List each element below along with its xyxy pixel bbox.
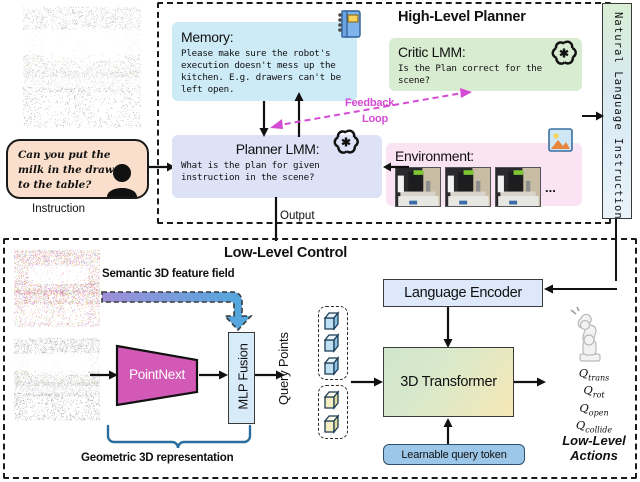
arrow-pointnext-to-mlp bbox=[199, 370, 228, 380]
arrow-mlp-to-query-points bbox=[255, 370, 285, 380]
feedback-loop-label-line1: Feedback bbox=[345, 97, 395, 109]
environment-card: Environment: ... bbox=[386, 143, 582, 207]
planner-heading: Planner LMM: bbox=[235, 141, 320, 157]
image-icon bbox=[548, 128, 573, 152]
learnable-query-token-block: Learnable query token bbox=[383, 444, 525, 465]
robot-arm-icon bbox=[570, 306, 601, 362]
arrow-query-token-to-transformer bbox=[443, 418, 453, 445]
nl-bar-to-language-encoder bbox=[544, 284, 617, 294]
openai-logo-icon bbox=[333, 129, 359, 154]
feedback-loop-arrow bbox=[270, 88, 472, 129]
pointnext-label: PointNext bbox=[129, 367, 185, 382]
query-points-group-yellow bbox=[318, 385, 348, 439]
memory-heading: Memory: bbox=[181, 29, 234, 45]
q-output-item: Qrot bbox=[583, 383, 605, 400]
mlp-fusion-label: MLP Fusion bbox=[235, 343, 251, 410]
transformer-block: 3D Transformer bbox=[383, 347, 514, 417]
semantic-feature-field-label: Semantic 3D feature field bbox=[102, 268, 235, 280]
low-level-control-title: Low-Level Control bbox=[224, 245, 348, 261]
critic-card: Critic LMM: Is the Plan correct for the … bbox=[389, 38, 582, 91]
natural-language-instruction-label: Natural Language Instruction bbox=[612, 12, 624, 220]
instruction-text: Can you put the milk in the drawer to th… bbox=[18, 149, 126, 192]
language-encoder-block: Language Encoder bbox=[383, 279, 543, 307]
q-output-item: Qopen bbox=[579, 400, 609, 417]
high-level-planner-title: High-Level Planner bbox=[398, 9, 526, 25]
memory-card: Memory: Please make sure the robot's exe… bbox=[172, 22, 357, 101]
arrow-environment-to-planner bbox=[383, 162, 409, 172]
scene-point-cloud-image bbox=[23, 4, 141, 130]
mlp-fusion-block: MLP Fusion bbox=[228, 332, 255, 424]
q-outputs-list: Qtrans Qrot Qopen Qcollide bbox=[551, 366, 637, 435]
arrow-pointcloud-to-pointnext bbox=[90, 370, 118, 380]
arrow-to-nl-bar bbox=[582, 111, 604, 121]
environment-ellipsis: ... bbox=[545, 179, 556, 195]
notebook-icon bbox=[338, 10, 361, 38]
output-connector bbox=[274, 197, 278, 241]
low-level-actions-line2: Actions bbox=[570, 447, 618, 463]
low-level-actions-line1: Low-Level bbox=[562, 433, 626, 448]
environment-thumbnail bbox=[445, 167, 491, 207]
critic-body: Is the Plan correct for the scene? bbox=[398, 63, 542, 87]
feedback-loop-label-line2: Loop bbox=[362, 113, 389, 125]
critic-heading: Critic LMM: bbox=[398, 44, 466, 60]
person-icon bbox=[107, 164, 137, 197]
geometric-point-cloud-image bbox=[14, 336, 100, 422]
planner-body: What is the plan for given instruction i… bbox=[181, 160, 320, 184]
environment-heading: Environment: bbox=[395, 148, 474, 164]
openai-logo-icon bbox=[551, 40, 577, 65]
cube-icon bbox=[323, 413, 340, 434]
low-level-actions-caption: Low-Level Actions bbox=[551, 433, 637, 464]
output-label: Output bbox=[280, 210, 315, 222]
cube-icon bbox=[323, 390, 340, 411]
arrow-encoder-to-transformer bbox=[443, 307, 453, 348]
cube-icon bbox=[323, 355, 340, 376]
arrow-planner-to-critic bbox=[294, 92, 304, 137]
query-points-label: Query Points bbox=[276, 332, 291, 405]
query-points-group-blue bbox=[318, 306, 348, 380]
environment-thumbnail bbox=[395, 167, 441, 207]
arrow-memory-to-planner bbox=[259, 101, 269, 137]
geometric-representation-label: Geometric 3D representation bbox=[81, 452, 234, 464]
arrow-query-points-to-transformer bbox=[351, 377, 383, 387]
natural-language-instruction-bar: Natural Language Instruction bbox=[602, 3, 632, 220]
memory-body: Please make sure the robot's execution d… bbox=[181, 48, 341, 96]
cube-icon bbox=[323, 333, 340, 353]
environment-thumbnail bbox=[495, 167, 541, 207]
nl-bar-down-connector bbox=[615, 219, 617, 281]
pointnext-block bbox=[115, 344, 199, 407]
semantic-feature-arrow bbox=[101, 291, 253, 332]
q-output-item: Qcollide bbox=[575, 417, 613, 435]
geometric-representation-brace bbox=[106, 424, 252, 449]
q-output-item: Qtrans bbox=[578, 366, 610, 383]
low-level-control-panel bbox=[3, 238, 637, 479]
cube-icon bbox=[323, 310, 340, 331]
planner-card: Planner LMM: What is the plan for given … bbox=[172, 135, 382, 198]
semantic-feature-point-cloud-image bbox=[14, 248, 100, 328]
arrow-transformer-to-actions bbox=[514, 377, 546, 387]
instruction-caption: Instruction bbox=[32, 203, 86, 215]
